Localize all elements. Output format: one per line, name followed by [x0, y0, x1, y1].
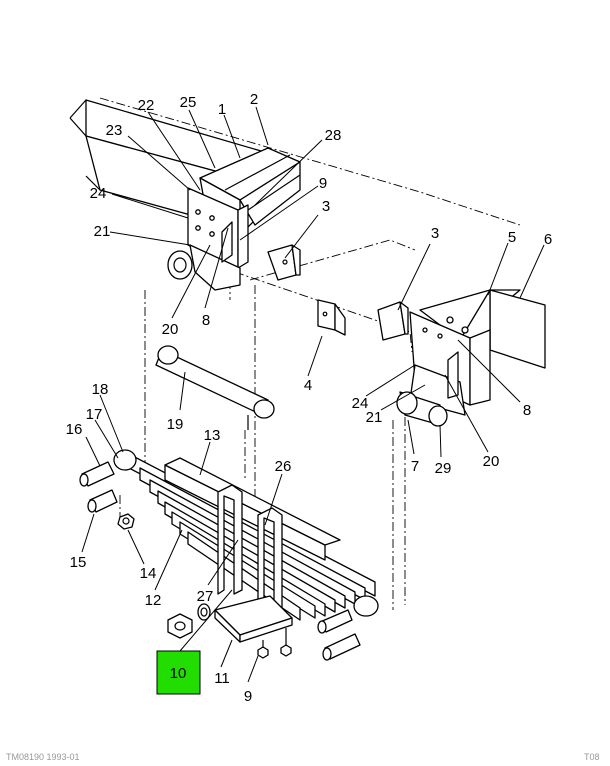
callout-15: 15	[70, 554, 87, 571]
callout-labels: 1 2 25 22 23 28 9 24 3 21 3 5 6 20 8 4 1…	[66, 91, 553, 705]
callout-25: 25	[180, 94, 197, 111]
callout-1: 1	[218, 101, 226, 118]
callout-9: 9	[244, 688, 252, 705]
footer-left-text: TM08190 1993-01	[6, 752, 80, 761]
torque-rod	[155, 345, 275, 430]
callout-10: 10	[170, 665, 187, 682]
callout-4: 4	[304, 377, 312, 394]
u-bolt-plate	[214, 595, 293, 643]
bracket-4	[317, 299, 346, 336]
callout-12: 12	[145, 592, 162, 609]
callout-14: 14	[140, 565, 157, 582]
callout-29: 29	[435, 460, 452, 477]
callout-27: 27	[197, 588, 214, 605]
frame-rail-right	[409, 289, 546, 406]
callout-21: 21	[94, 223, 111, 240]
callout-8: 8	[202, 312, 210, 329]
fasteners	[79, 461, 361, 661]
callout-26: 26	[275, 458, 292, 475]
callout-3: 3	[322, 198, 330, 215]
footer-right-text: T08	[584, 752, 600, 761]
u-bolts	[217, 484, 283, 617]
bracket-3-left	[267, 244, 301, 281]
callout-20: 20	[162, 321, 179, 338]
callout-3: 3	[431, 225, 439, 242]
callout-8: 8	[523, 402, 531, 419]
bracket-3-right	[377, 301, 409, 341]
callout-28: 28	[325, 127, 342, 144]
callout-9: 9	[319, 175, 327, 192]
callout-5: 5	[508, 229, 516, 246]
callout-24: 24	[90, 185, 107, 202]
callout-22: 22	[138, 97, 155, 114]
callout-24: 24	[352, 395, 369, 412]
callout-11: 11	[214, 670, 230, 687]
front-spring-hanger	[167, 187, 249, 291]
highlighted-part-box	[156, 650, 201, 695]
callout-18: 18	[92, 381, 109, 398]
callout-13: 13	[204, 427, 221, 444]
callout-19: 19	[167, 416, 184, 433]
callout-20: 20	[483, 453, 500, 470]
rear-spring-hanger	[396, 351, 466, 427]
callout-16: 16	[66, 421, 83, 438]
leader-lines	[81, 106, 545, 683]
callout-21: 21	[366, 409, 383, 426]
callout-2: 2	[250, 91, 258, 108]
callout-6: 6	[544, 231, 552, 248]
callout-23: 23	[106, 122, 123, 139]
callout-7: 7	[411, 458, 419, 475]
callout-17: 17	[86, 406, 103, 423]
